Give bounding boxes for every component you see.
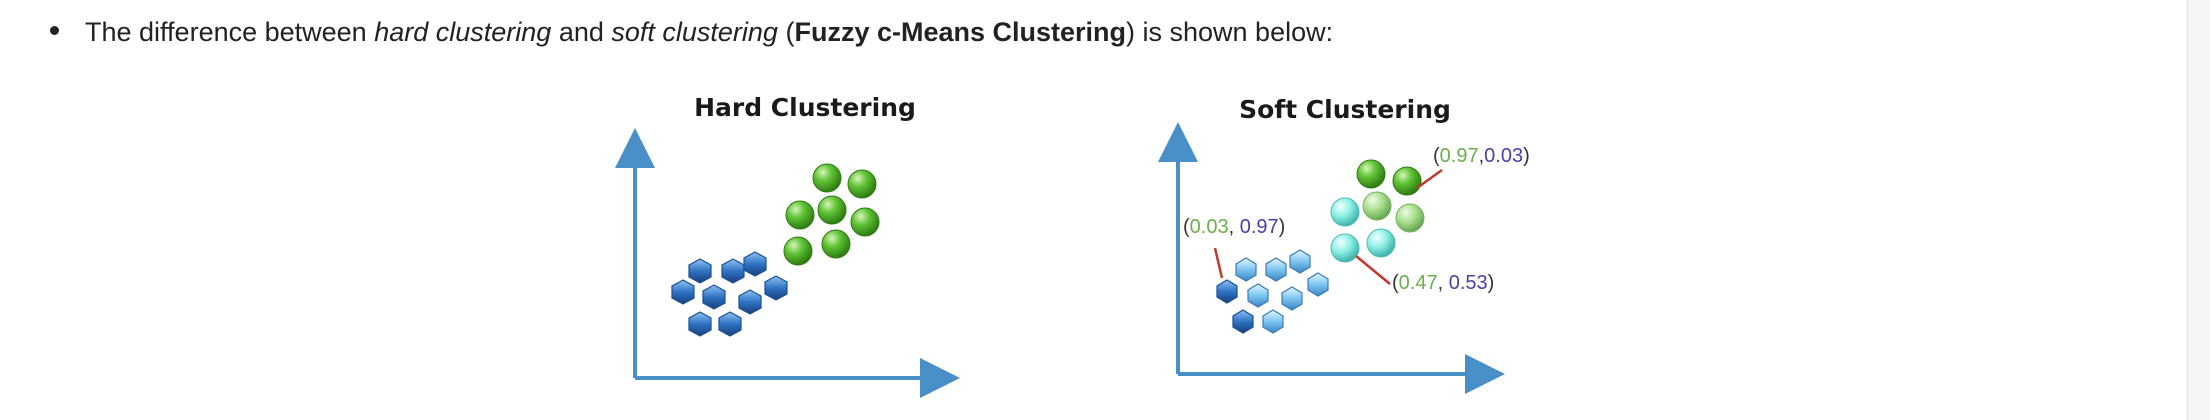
term-soft-clustering: soft clustering: [611, 17, 778, 47]
hard-blue-cluster: [671, 251, 788, 337]
annotation-2-sep: ,: [1229, 216, 1240, 238]
annotation-top-right: (0.97,0.03): [1433, 145, 1530, 167]
annotation-2-green: 0.03: [1190, 216, 1229, 238]
hard-green-cluster: [783, 163, 880, 266]
hard-clustering-title: Hard Clustering: [694, 93, 916, 122]
annotation-2-blue: 0.97: [1240, 216, 1279, 238]
term-fuzzy-c-means: Fuzzy c-Means Clustering: [794, 17, 1127, 47]
soft-blue-cluster: [1216, 249, 1329, 334]
annotation-3-sep: ,: [1438, 272, 1449, 294]
annotation-3-blue: 0.53: [1449, 272, 1488, 294]
hard-axes: [615, 128, 960, 398]
annotation-1-blue: 0.03: [1484, 145, 1523, 167]
clustering-illustration: Hard Clustering Soft Clustering: [615, 93, 1530, 398]
text-end: ) is shown below:: [1126, 17, 1334, 47]
annotation-1-green: 0.97: [1440, 145, 1479, 167]
annotation-left: (0.03, 0.97): [1183, 216, 1285, 238]
text-paren: (: [777, 17, 795, 47]
annotation-leader-lines: [1213, 168, 1443, 285]
text-and: and: [551, 17, 612, 47]
soft-axes: [1158, 122, 1505, 394]
term-hard-clustering: hard clustering: [374, 17, 552, 47]
bullet-paragraph: The difference between hard clustering a…: [50, 12, 1333, 52]
soft-clustering-title: Soft Clustering: [1239, 95, 1451, 124]
text-part: The difference between: [85, 17, 375, 47]
annotation-1-sep: ,: [1479, 145, 1485, 167]
clustering-figure: Hard Clustering Soft Clustering: [600, 80, 1600, 410]
annotation-3-green: 0.47: [1399, 272, 1438, 294]
bullet-marker: [50, 26, 59, 36]
page-scrollbar-gutter[interactable]: [2187, 0, 2210, 420]
annotation-bottom: (0.47, 0.53): [1392, 272, 1494, 294]
soft-green-cluster: [1330, 159, 1425, 263]
